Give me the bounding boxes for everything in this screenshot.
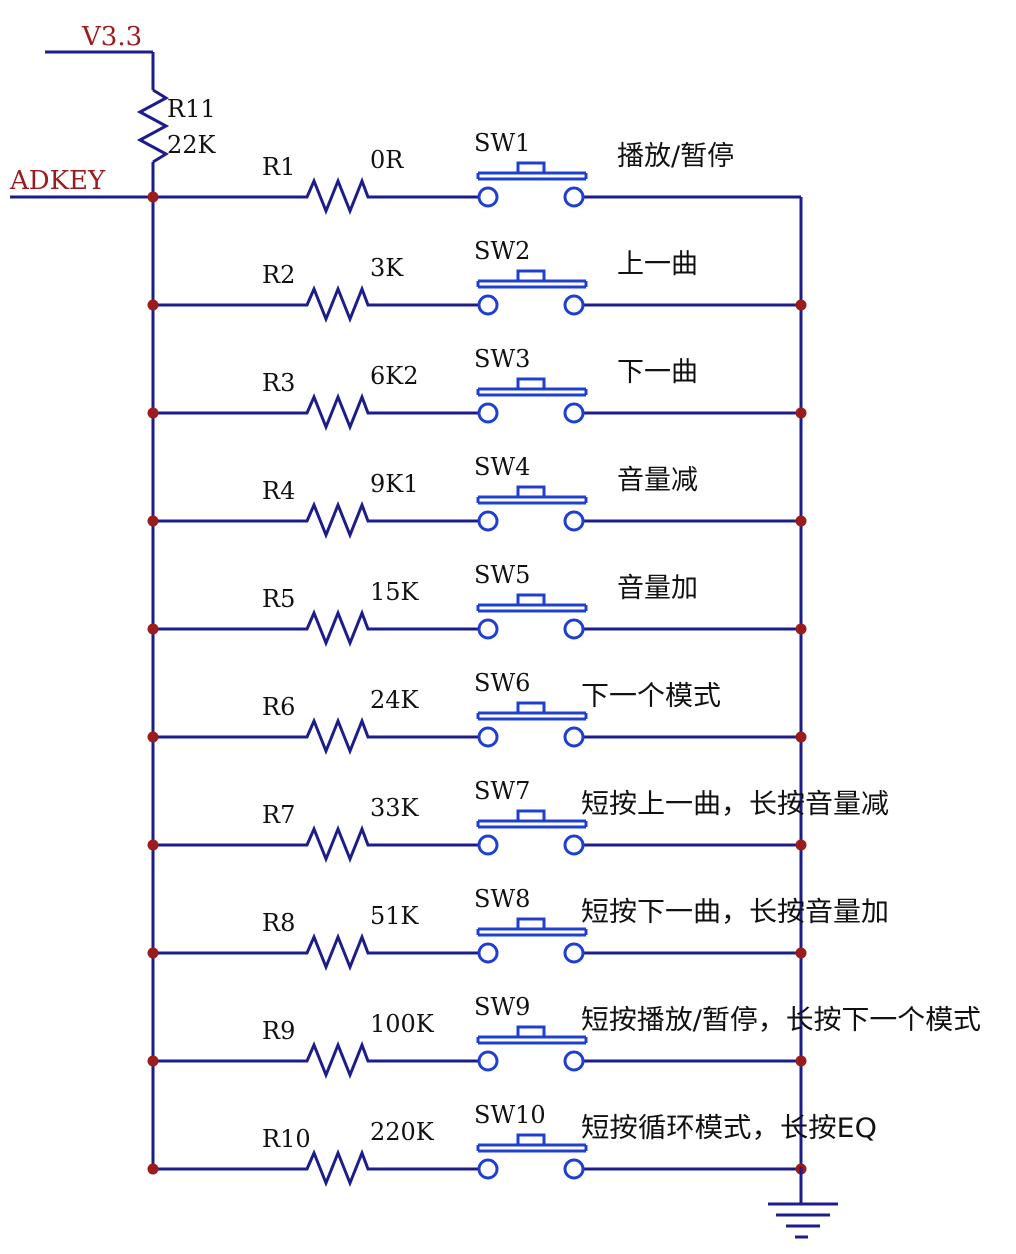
branch-row: R4 9K1 SW4 音量减 bbox=[147, 453, 807, 540]
branch-row: R8 51K SW8 短按下一曲，长按音量加 bbox=[147, 885, 889, 972]
pushbutton-switch bbox=[476, 917, 588, 964]
pullup-resistor: R11 22K bbox=[136, 88, 217, 197]
pullup-ref: R11 bbox=[167, 95, 216, 123]
pushbutton-switch bbox=[476, 377, 588, 424]
resistor-zigzag bbox=[300, 176, 372, 216]
switch-ref: SW4 bbox=[474, 453, 530, 481]
switch-ref: SW8 bbox=[474, 885, 530, 913]
junction-dot bbox=[147, 731, 159, 743]
resistor-zigzag bbox=[300, 1148, 372, 1188]
branch-row: R7 33K SW7 短按上一曲，长按音量减 bbox=[147, 777, 889, 864]
power-rail: V3.3 bbox=[45, 22, 155, 90]
resistor-zigzag bbox=[300, 392, 372, 432]
resistor-value: 51K bbox=[370, 902, 420, 930]
switch-function: 短按循环模式，长按EQ bbox=[581, 1113, 877, 1144]
resistor-ref: R6 bbox=[262, 693, 295, 721]
switch-function: 下一个模式 bbox=[581, 681, 721, 712]
branch-row: R2 3K SW2 上一曲 bbox=[147, 237, 807, 324]
junction-dot bbox=[147, 1055, 159, 1067]
pushbutton-switch bbox=[476, 1133, 588, 1180]
pushbutton-switch bbox=[476, 809, 588, 856]
junction-dot bbox=[147, 947, 159, 959]
resistor-zigzag bbox=[300, 932, 372, 972]
junction-dot bbox=[795, 731, 807, 743]
resistor-ref: R8 bbox=[262, 909, 295, 937]
adkey-label: ADKEY bbox=[9, 166, 106, 196]
pushbutton-switch bbox=[476, 1025, 588, 1072]
switch-ref: SW5 bbox=[474, 561, 530, 589]
junction-dot bbox=[147, 839, 159, 851]
junction-dot bbox=[795, 299, 807, 311]
switch-ref: SW1 bbox=[474, 129, 530, 157]
resistor-zigzag bbox=[300, 716, 372, 756]
resistor-value: 3K bbox=[370, 254, 404, 282]
branch-row: R3 6K2 SW3 下一曲 bbox=[147, 345, 807, 432]
branch-row: R5 15K SW5 音量加 bbox=[147, 561, 807, 648]
pushbutton-switch bbox=[476, 485, 588, 532]
resistor-zigzag bbox=[300, 284, 372, 324]
junction-dot bbox=[147, 515, 159, 527]
pullup-value: 22K bbox=[167, 131, 217, 159]
junction-dot bbox=[795, 839, 807, 851]
switch-ref: SW10 bbox=[474, 1101, 546, 1129]
resistor-value: 0R bbox=[370, 146, 404, 174]
switch-function: 音量加 bbox=[617, 573, 698, 604]
resistor-value: 33K bbox=[370, 794, 420, 822]
pushbutton-switch bbox=[476, 269, 588, 316]
pushbutton-switch bbox=[476, 593, 588, 640]
branch-row: R1 0R SW1 播放/暂停 bbox=[147, 129, 801, 216]
pushbutton-switch bbox=[476, 161, 588, 208]
switch-function: 短按播放/暂停，长按下一个模式 bbox=[581, 1005, 981, 1036]
switch-function: 下一曲 bbox=[617, 357, 698, 388]
junction-dot bbox=[795, 407, 807, 419]
switch-ref: SW3 bbox=[474, 345, 530, 373]
resistor-zigzag bbox=[300, 1040, 372, 1080]
junction-dot bbox=[795, 947, 807, 959]
switch-ref: SW7 bbox=[474, 777, 530, 805]
switch-function: 播放/暂停 bbox=[617, 141, 734, 172]
junction-dot bbox=[147, 623, 159, 635]
switch-ref: SW2 bbox=[474, 237, 530, 265]
resistor-ref: R3 bbox=[262, 369, 295, 397]
switch-function: 音量减 bbox=[617, 465, 698, 496]
branch-row: R10 220K SW10 短按循环模式，长按EQ bbox=[147, 1101, 877, 1188]
resistor-ref: R7 bbox=[262, 801, 295, 829]
resistor-ref: R1 bbox=[262, 153, 295, 181]
ground-symbol-icon bbox=[768, 1167, 838, 1239]
resistor-ref: R5 bbox=[262, 585, 295, 613]
switch-function: 短按上一曲，长按音量减 bbox=[581, 789, 889, 820]
branch-row: R9 100K SW9 短按播放/暂停，长按下一个模式 bbox=[147, 993, 981, 1080]
resistor-ref: R4 bbox=[262, 477, 295, 505]
resistor-value: 100K bbox=[370, 1010, 435, 1038]
junction-dot bbox=[795, 1055, 807, 1067]
pullup-resistor-zigzag bbox=[136, 88, 170, 164]
junction-dot bbox=[147, 407, 159, 419]
resistor-ref: R10 bbox=[262, 1125, 311, 1153]
resistor-ref: R2 bbox=[262, 261, 295, 289]
branch-row: R6 24K SW6 下一个模式 bbox=[147, 669, 807, 756]
resistor-zigzag bbox=[300, 608, 372, 648]
pushbutton-switch bbox=[476, 701, 588, 748]
resistor-value: 220K bbox=[370, 1118, 435, 1146]
switch-ref: SW6 bbox=[474, 669, 530, 697]
switch-function: 上一曲 bbox=[617, 249, 698, 280]
junction-dot bbox=[795, 515, 807, 527]
resistor-value: 6K2 bbox=[370, 362, 418, 390]
resistor-value: 9K1 bbox=[370, 470, 418, 498]
resistor-value: 24K bbox=[370, 686, 420, 714]
power-label: V3.3 bbox=[81, 22, 142, 52]
resistor-value: 15K bbox=[370, 578, 420, 606]
resistor-zigzag bbox=[300, 824, 372, 864]
resistor-ref: R9 bbox=[262, 1017, 295, 1045]
junction-dot bbox=[147, 1163, 159, 1175]
adkey-net: ADKEY bbox=[9, 166, 153, 199]
resistor-zigzag bbox=[300, 500, 372, 540]
switch-function: 短按下一曲，长按音量加 bbox=[581, 897, 889, 928]
junction-dot bbox=[795, 623, 807, 635]
junction-dot bbox=[147, 299, 159, 311]
switch-ref: SW9 bbox=[474, 993, 530, 1021]
junction-dot bbox=[147, 191, 159, 203]
